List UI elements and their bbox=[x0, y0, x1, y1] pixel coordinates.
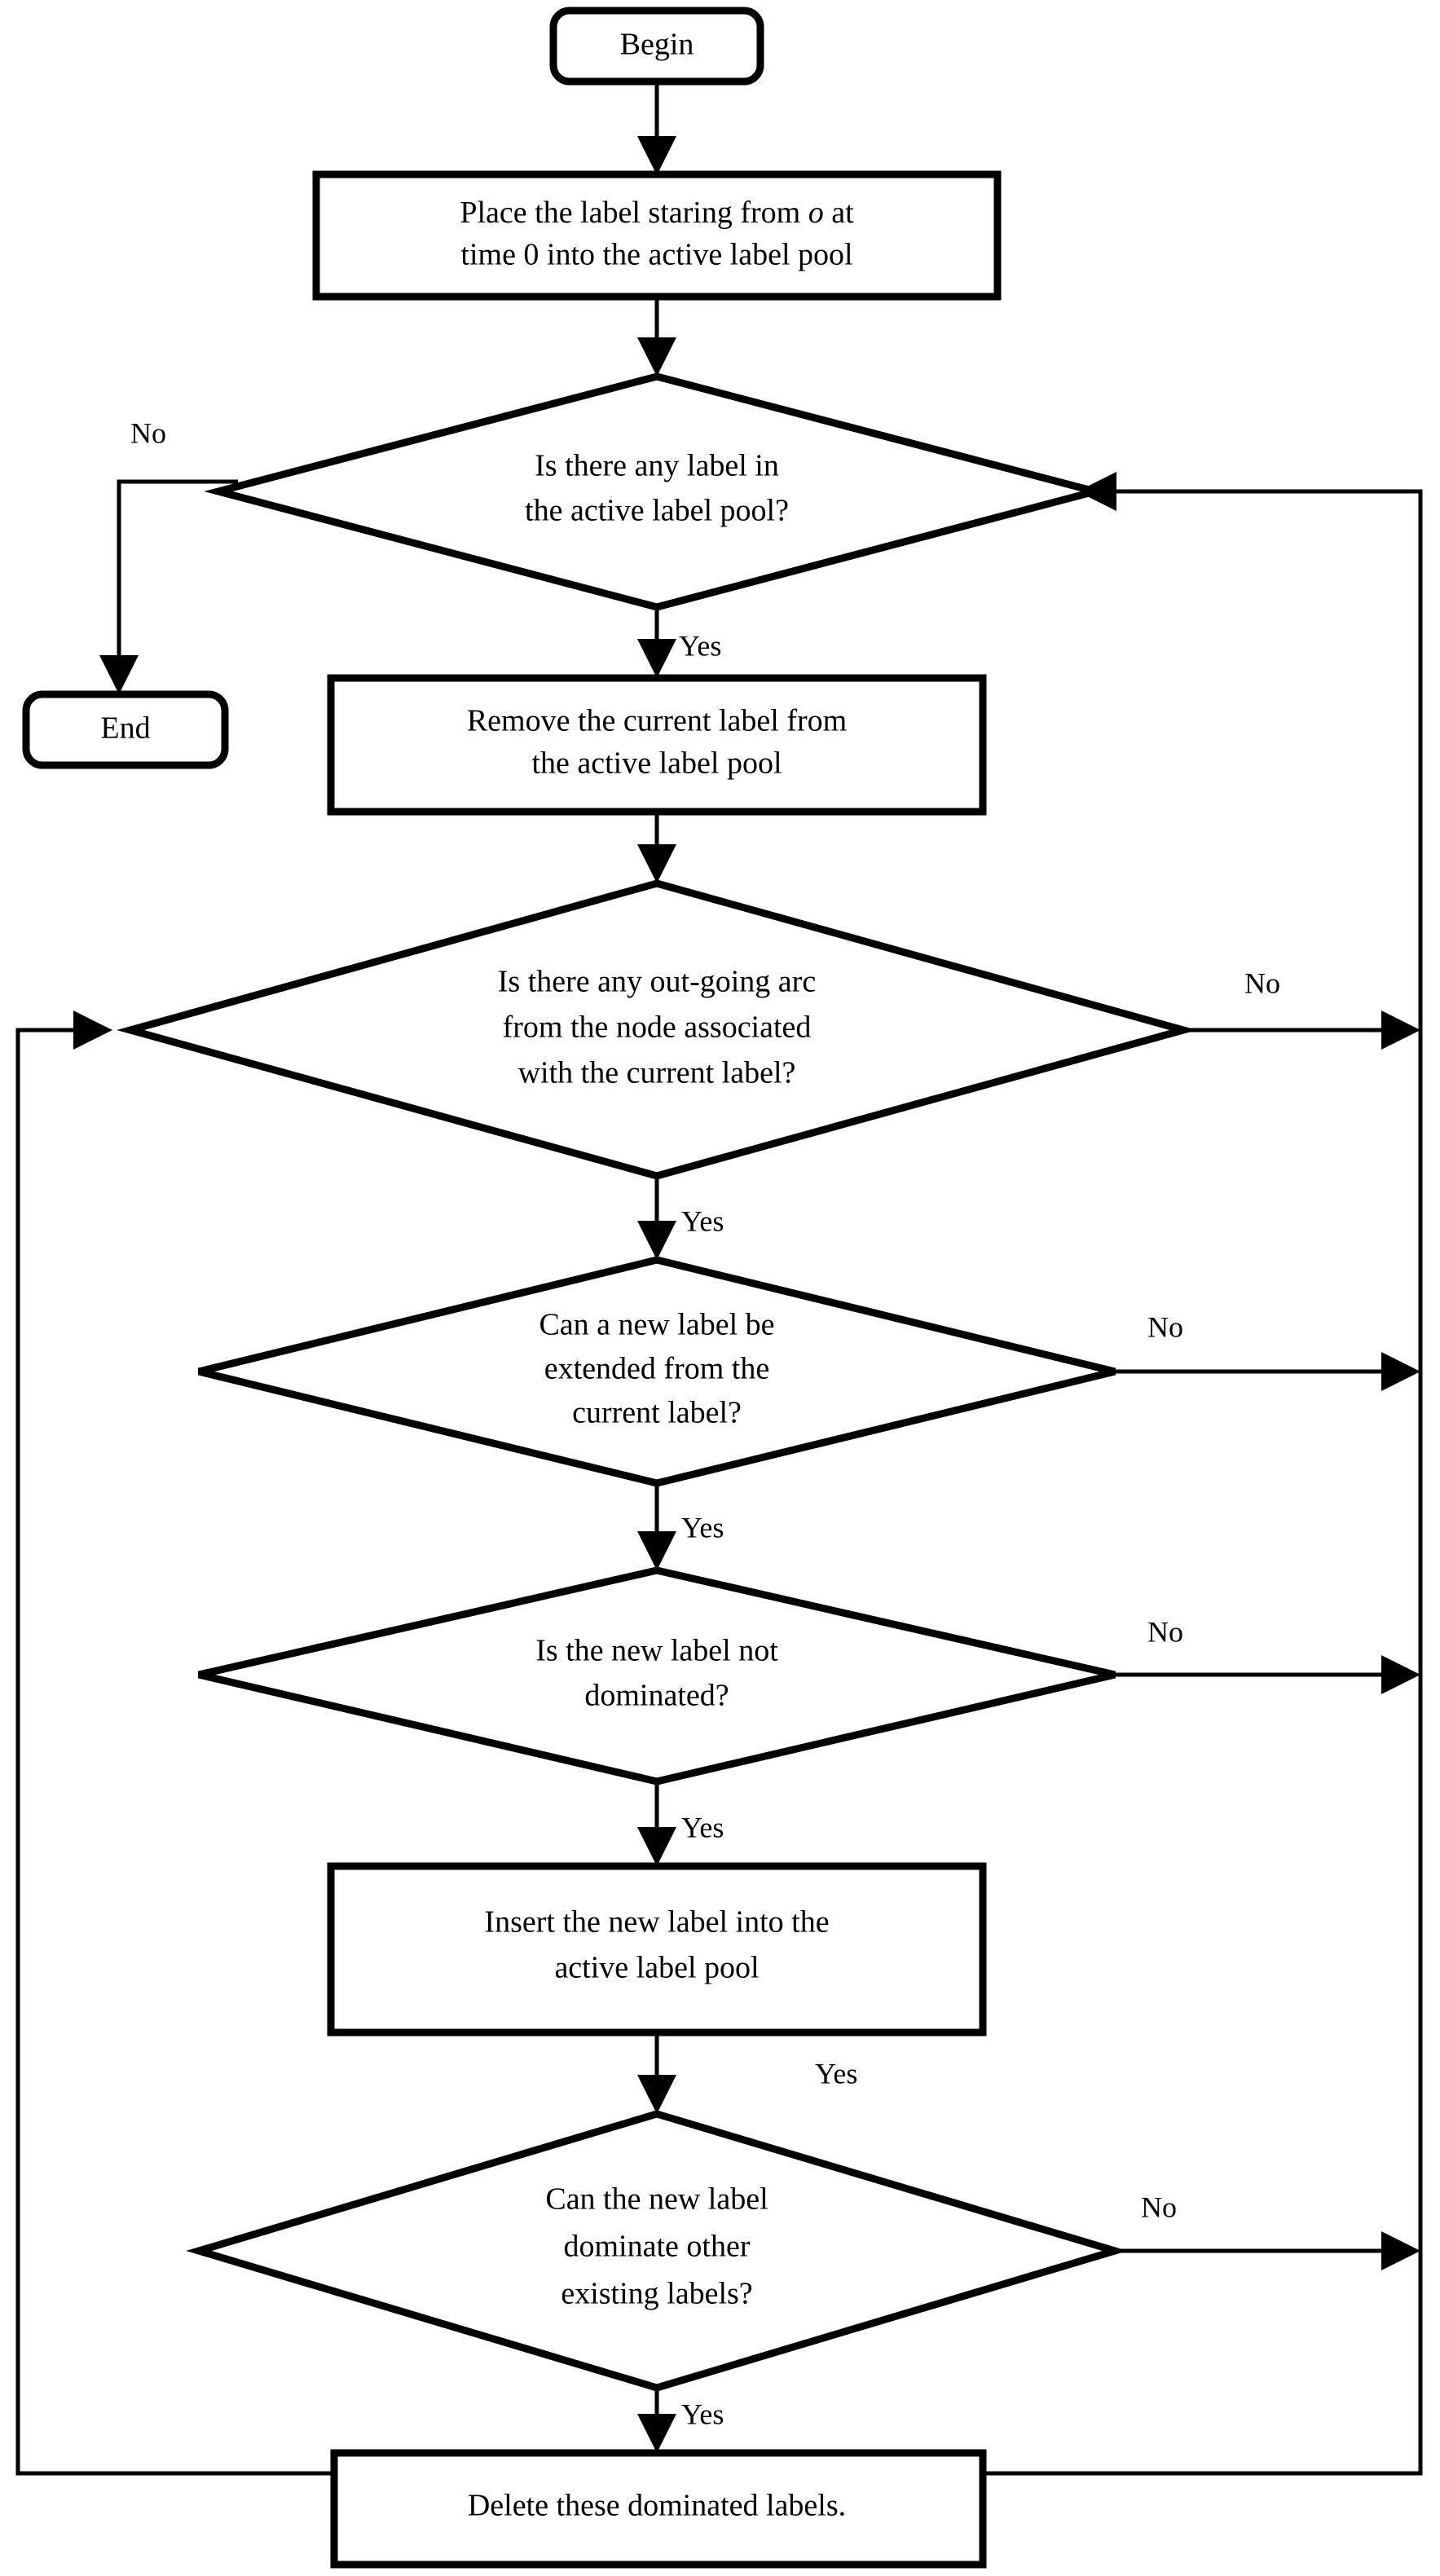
node-place-label[interactable] bbox=[312, 170, 1002, 301]
place-line1-a: Place the label staring from bbox=[460, 196, 808, 230]
node-dominate-line3: existing labels? bbox=[561, 2277, 752, 2311]
node-end[interactable] bbox=[22, 690, 229, 769]
node-delete-line1: Delete these dominated labels. bbox=[468, 2489, 846, 2523]
arrowhead-d3-no bbox=[1381, 1352, 1420, 1391]
edge-label-no-pool-empty: No bbox=[130, 416, 166, 449]
node-extend-line2: extended from the bbox=[544, 1352, 769, 1386]
node-remove-line1: Remove the current label from bbox=[467, 704, 847, 738]
node-any-label-in-pool[interactable] bbox=[204, 372, 1110, 611]
node-end-label: End bbox=[100, 711, 150, 746]
node-extend-line3: current label? bbox=[572, 1396, 742, 1430]
arrowhead-d2-no bbox=[1381, 1011, 1420, 1050]
arrowhead-d2-yes bbox=[637, 1221, 676, 1260]
node-place-label-line2: time 0 into the active label pool bbox=[460, 238, 852, 272]
arrowhead-d5-no bbox=[1381, 2231, 1420, 2270]
arrowhead-place-to-d1 bbox=[637, 337, 676, 376]
edge-label-no-extend: No bbox=[1147, 1310, 1183, 1343]
arrowhead-insert-to-d5 bbox=[637, 2075, 676, 2114]
arrowhead-d4-yes bbox=[637, 1827, 676, 1866]
edge-d1-no-to-end bbox=[117, 479, 238, 676]
node-insert-line2: active label pool bbox=[554, 1951, 759, 1985]
place-line1-var: o bbox=[808, 196, 824, 230]
arrowhead-left-rail-to-d2 bbox=[73, 1011, 112, 1050]
node-begin[interactable] bbox=[549, 7, 764, 86]
node-can-extend-label[interactable] bbox=[197, 1256, 1116, 1487]
node-delete-dominated[interactable] bbox=[330, 2449, 987, 2569]
node-place-label-line1: Place the label staring from o at bbox=[460, 196, 854, 230]
node-dominate-line1: Can the new label bbox=[545, 2182, 768, 2217]
edge-label-yes-pool-nonempty: Yes bbox=[679, 629, 721, 662]
edge-label-yes-outgoing-arc: Yes bbox=[681, 1204, 724, 1237]
node-remove-current-label[interactable] bbox=[327, 674, 987, 816]
node-outgoing-line2: from the node associated bbox=[503, 1011, 812, 1045]
arrowhead-d4-no bbox=[1381, 1655, 1420, 1694]
right-return-rail bbox=[983, 489, 1423, 2476]
arrowhead-begin-to-place bbox=[637, 136, 676, 175]
place-line1-b: at bbox=[824, 196, 854, 230]
node-begin-label: Begin bbox=[620, 28, 694, 62]
node-extend-line1: Can a new label be bbox=[539, 1308, 774, 1342]
node-can-dominate-others[interactable] bbox=[186, 2110, 1128, 2392]
node-any-outgoing-arc[interactable] bbox=[117, 879, 1197, 1180]
node-outgoing-line3: with the current label? bbox=[518, 1056, 796, 1090]
node-dominate-line2: dominate other bbox=[564, 2230, 751, 2264]
edge-label-yes-not-dominated: Yes bbox=[681, 1811, 724, 1843]
edge-label-no-outgoing-arc: No bbox=[1244, 967, 1280, 999]
edge-label-yes-dominate-others: Yes bbox=[681, 2398, 724, 2430]
node-insert-line1: Insert the new label into the bbox=[484, 1905, 829, 1940]
edge-label-yes-after-insert: Yes bbox=[815, 2057, 857, 2089]
arrowhead-d3-yes bbox=[637, 1531, 676, 1570]
node-insert-new-label[interactable] bbox=[327, 1862, 987, 2037]
arrowhead-d5-yes bbox=[637, 2414, 676, 2453]
left-return-rail bbox=[15, 1028, 334, 2476]
node-dominated-line2: dominated? bbox=[584, 1679, 729, 1713]
arrowhead-no-to-end bbox=[99, 655, 139, 694]
edge-label-no-dominate-others: No bbox=[1141, 2191, 1177, 2223]
node-any-label-line1: Is there any label in bbox=[535, 449, 779, 483]
edge-label-yes-extend: Yes bbox=[681, 1511, 724, 1543]
node-dominated-line1: Is the new label not bbox=[535, 1634, 778, 1668]
node-is-not-dominated[interactable] bbox=[197, 1566, 1116, 1786]
node-remove-line2: the active label pool bbox=[531, 746, 782, 781]
arrowhead-remove-to-d2 bbox=[637, 844, 676, 883]
edge-label-no-dominated: No bbox=[1147, 1615, 1183, 1648]
arrowhead-d1-yes bbox=[637, 639, 676, 678]
node-any-label-line2: the active label pool? bbox=[525, 494, 789, 528]
node-outgoing-line1: Is there any out-going arc bbox=[498, 965, 816, 999]
